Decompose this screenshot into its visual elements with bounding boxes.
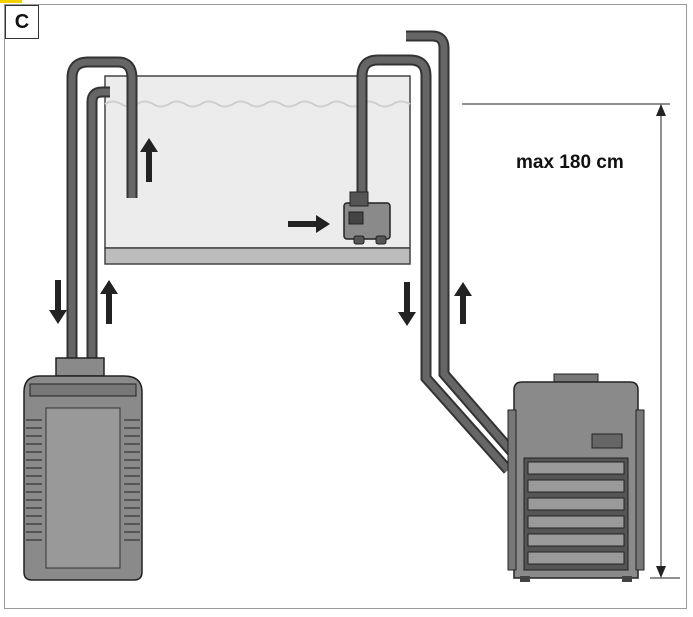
aquarium-tank bbox=[104, 75, 411, 265]
panel-letter: C bbox=[5, 5, 39, 39]
chiller-unit bbox=[507, 373, 645, 582]
up-arrow-icon bbox=[454, 282, 472, 324]
height-dimension bbox=[462, 103, 680, 579]
down-arrow-icon bbox=[398, 282, 416, 326]
corner-mark bbox=[0, 0, 22, 3]
up-arrow-icon bbox=[100, 280, 118, 324]
up-arrow-icon bbox=[140, 138, 158, 182]
left-hoses bbox=[66, 56, 138, 360]
right-arrow-icon bbox=[288, 215, 330, 233]
height-label: max 180 cm bbox=[516, 152, 624, 173]
tank-floor bbox=[104, 247, 411, 265]
right-hoses bbox=[356, 30, 517, 474]
canister-filter bbox=[23, 357, 143, 581]
down-arrow-icon bbox=[49, 280, 67, 324]
submersible-pump bbox=[343, 191, 391, 245]
